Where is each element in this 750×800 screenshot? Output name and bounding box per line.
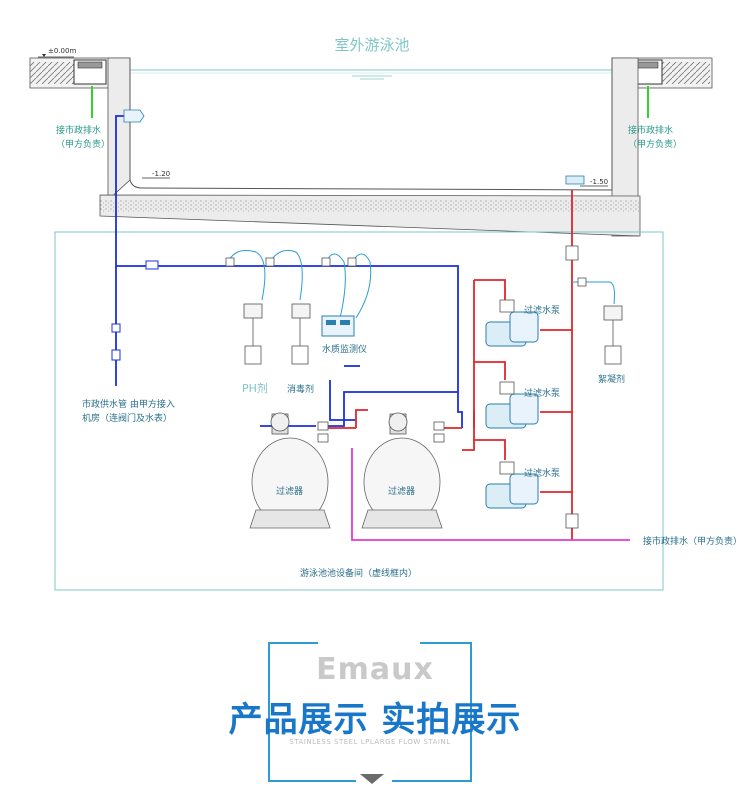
disinfectant-label: 消毒剂	[287, 383, 314, 395]
main-drain-grate	[565, 175, 585, 185]
frame-line	[420, 642, 472, 644]
filter-pump-2	[485, 381, 539, 429]
filter-1-valve-b	[317, 433, 329, 443]
dosing-lines	[227, 249, 372, 319]
supply-check-valve	[145, 260, 159, 270]
sand-filter-1	[249, 412, 331, 529]
tagline: STAINLESS STEEL LPLARGE FLOW STAINL	[289, 738, 451, 746]
level-deep-label: -1.50	[590, 178, 608, 186]
supply-valve	[111, 323, 121, 333]
frame-line	[392, 780, 472, 782]
drain-left-label: 接市政排水	[56, 124, 101, 136]
pool-structure-left	[29, 57, 131, 201]
chlorine-dosing-pump	[291, 303, 311, 319]
sand-filter-2	[361, 412, 443, 529]
chlorine-tank	[291, 345, 309, 365]
supply-branch	[329, 380, 356, 421]
drain-left-note: （甲方负责）	[56, 138, 110, 150]
sensor-probe-1	[321, 257, 331, 267]
pump-3-label: 过滤水泵	[524, 467, 560, 479]
sensor-probe-2	[347, 257, 357, 267]
frame-line	[268, 642, 318, 644]
inlet-nozzle	[123, 109, 145, 123]
headline: 产品展示 实拍展示	[228, 700, 522, 740]
supply-label-line1: 市政供水管 由甲方接入	[82, 398, 175, 410]
level-shallow-label: -1.20	[152, 170, 170, 178]
backwash-drain-pipe	[351, 448, 630, 541]
supply-water-pipes	[115, 115, 463, 428]
filter-pump-1	[485, 299, 539, 347]
filter-2-valve-a	[433, 421, 445, 431]
pool-title: 室外游泳池	[334, 36, 409, 54]
filter-pump-3	[485, 461, 539, 509]
equipment-room-frame	[54, 231, 664, 591]
level-marker	[42, 54, 46, 57]
frame-line	[470, 642, 472, 780]
flocculant-injector	[577, 277, 587, 287]
filter-2-label: 过滤器	[388, 485, 415, 497]
monitor-screen-2	[340, 320, 350, 325]
drain-bottom-label: 接市政排水（甲方负责）	[643, 535, 742, 547]
frame-line	[268, 642, 270, 780]
drain-right-note: （甲方负责）	[628, 138, 682, 150]
pump-2-label: 过滤水泵	[524, 387, 560, 399]
ph-injector	[225, 257, 235, 267]
chlorine-injector	[265, 257, 275, 267]
main-valve	[565, 513, 579, 529]
pool-system-diagram: 室外游泳池 ±0.00m -1.20 -	[29, 36, 742, 591]
caret-down-icon	[360, 774, 384, 784]
flocculant-line	[572, 281, 615, 305]
pool-floor	[99, 58, 641, 237]
monitor-screen-1	[326, 320, 336, 325]
equipment-room-label: 游泳池池设备间（虚线框内）	[300, 567, 417, 579]
flocculant-tank	[604, 345, 622, 365]
drain-right-label: 接市政排水	[628, 124, 673, 136]
brand-logo: Emaux	[316, 652, 434, 687]
monitor-label: 水质监测仪	[322, 343, 367, 355]
frame-line	[268, 780, 356, 782]
flocculant-pump	[603, 305, 623, 321]
ph-dosing-pump	[243, 303, 263, 319]
pump-1-label: 过滤水泵	[524, 304, 560, 316]
water-quality-monitor	[321, 315, 355, 337]
filter-1-valve-a	[317, 421, 329, 431]
water-meter	[111, 349, 121, 361]
filter-1-label: 过滤器	[276, 485, 303, 497]
ph-label: PH剂	[242, 381, 268, 395]
ph-tank	[244, 345, 262, 365]
bypass-valve	[565, 245, 579, 261]
filter-2-valve-b	[433, 433, 445, 443]
flocculant-label: 絮凝剂	[598, 373, 625, 385]
supply-label-line2: 机房（连阀门及水表）	[82, 412, 172, 424]
level-top-label: ±0.00m	[48, 47, 76, 55]
